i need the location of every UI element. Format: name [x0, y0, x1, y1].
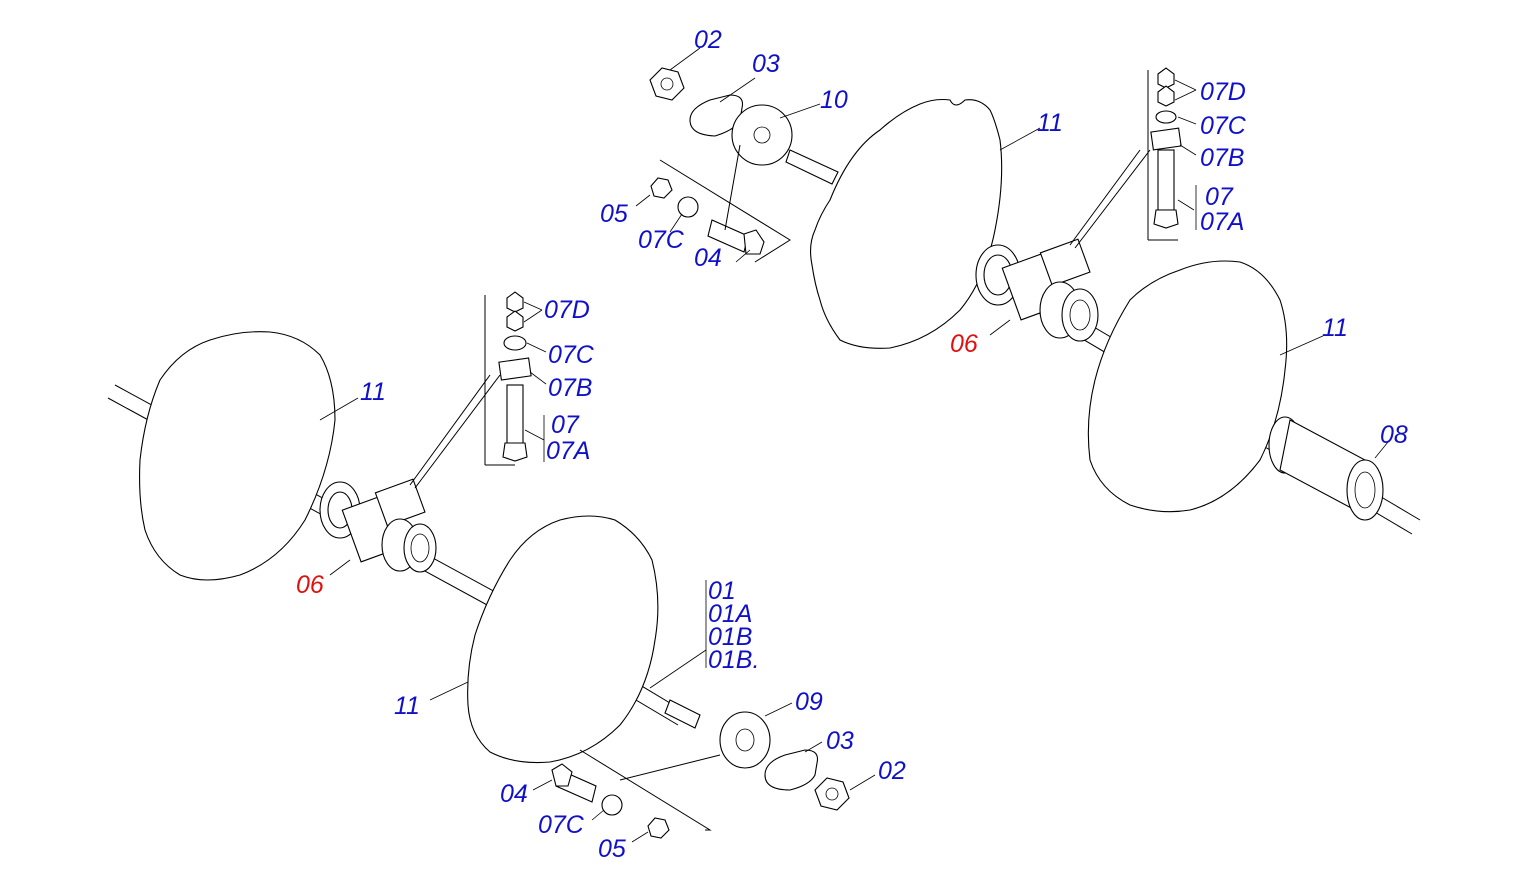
label-07a-top: 07A — [1200, 208, 1244, 236]
lower-hardware-cluster — [551, 699, 850, 839]
label-08: 08 — [1380, 421, 1408, 449]
label-11-left-disc-1: 11 — [360, 378, 386, 406]
label-03-left: 03 — [826, 727, 854, 755]
lower-bearing-housing — [319, 478, 437, 573]
label-04-top: 04 — [694, 244, 722, 272]
nut-05-upper — [650, 177, 673, 199]
nut-02-upper — [649, 67, 685, 101]
label-07d-top: 07D — [1200, 78, 1246, 106]
label-04-left: 04 — [500, 780, 528, 808]
lower-disc-1 — [139, 331, 336, 581]
washer-07c-upper — [677, 196, 699, 218]
label-10: 10 — [820, 86, 848, 114]
label-07c-left-bottom: 07C — [538, 811, 585, 839]
label-02-left: 02 — [878, 757, 906, 785]
nut-02-lower — [814, 777, 850, 811]
washer-07c-lower — [601, 794, 623, 816]
label-07a-left: 07A — [546, 437, 590, 465]
lower-assembly — [107, 291, 876, 843]
label-07-left: 07 — [551, 411, 580, 439]
label-11-top-disc-1: 11 — [1037, 109, 1063, 137]
bolt-04-upper — [707, 219, 749, 253]
upper-bearing-housing — [975, 238, 1099, 342]
part-labels: 02 03 10 05 07C 04 11 07D 07C 07B 07 07A… — [296, 26, 1408, 863]
label-07c-top-left: 07C — [638, 226, 685, 254]
label-07-top: 07 — [1205, 183, 1234, 211]
plate-03-lower — [764, 749, 819, 791]
label-06-top: 06 — [950, 330, 978, 358]
washer-10 — [731, 104, 793, 166]
label-07b-left: 07B — [548, 374, 592, 402]
washer-09 — [719, 711, 771, 769]
label-07c-top: 07C — [1200, 112, 1247, 140]
label-11-left-disc-2: 11 — [394, 692, 420, 720]
label-05-top: 05 — [600, 200, 628, 228]
upper-hardware-cluster — [649, 67, 839, 263]
label-03-top: 03 — [752, 50, 780, 78]
upper-spacer-08 — [1268, 416, 1384, 521]
label-01b-dot: 01B. — [708, 646, 759, 674]
label-07d-left: 07D — [544, 296, 590, 324]
label-09: 09 — [795, 688, 823, 716]
label-01a: 01A — [708, 600, 752, 628]
label-02-top: 02 — [694, 26, 722, 54]
bolt-01-threaded — [664, 699, 701, 729]
lower-stud-stack — [409, 291, 532, 489]
upper-stud-stack — [1069, 67, 1182, 249]
nut-05-lower — [647, 817, 670, 839]
label-06-left: 06 — [296, 571, 324, 599]
bolt-shaft-upper — [785, 149, 839, 185]
upper-disc-1 — [809, 98, 1003, 349]
lower-leader-lines — [319, 301, 876, 843]
label-07b-top: 07B — [1200, 144, 1244, 172]
plate-03-upper — [689, 94, 744, 137]
upper-assembly — [635, 47, 1421, 535]
lower-disc-2 — [467, 515, 659, 764]
label-01b: 01B — [708, 623, 752, 651]
label-01: 01 — [708, 577, 736, 605]
upper-disc-2 — [1087, 260, 1288, 513]
label-05-left: 05 — [598, 835, 626, 863]
label-11-top-disc-2: 11 — [1322, 314, 1348, 342]
upper-leader-lines — [635, 47, 1389, 459]
label-07c-left: 07C — [548, 341, 595, 369]
